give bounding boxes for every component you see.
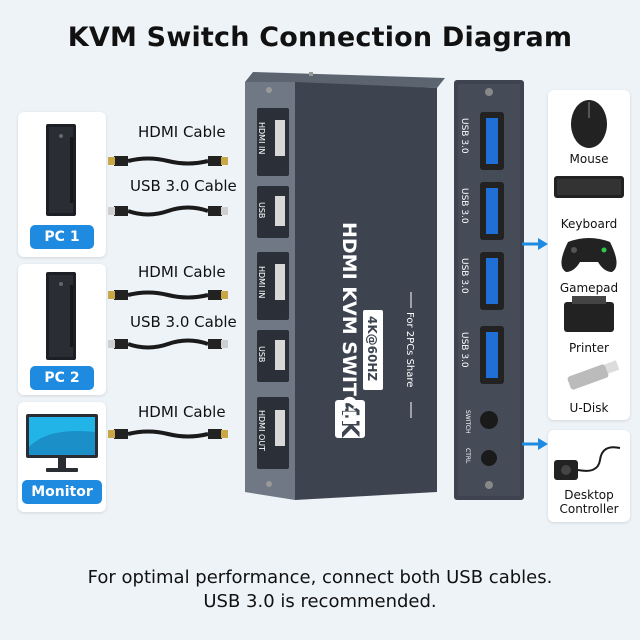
- pc2-badge: PC 2: [30, 366, 94, 390]
- pc1-badge: PC 1: [30, 225, 94, 249]
- desktop-controller-icon: [554, 446, 621, 480]
- port-label-hdmi-in-1: HDMI IN: [257, 122, 266, 154]
- port-label-hdmi-in-2: HDMI IN: [257, 266, 266, 298]
- hdmi-cable-1: [108, 156, 228, 166]
- cable-label-hdmi-1: HDMI Cable: [138, 123, 226, 141]
- resolution-badge-bg: [363, 310, 383, 390]
- ctrl-label: CTRL: [464, 448, 471, 464]
- device-label-gamepad: Gamepad: [559, 281, 619, 295]
- hdmi-cable-2: [108, 290, 228, 300]
- switch-label: SWITCH: [464, 410, 471, 434]
- port-label-hdmi-out: HDMI OUT: [257, 410, 266, 451]
- hdmi-cable-3: [108, 429, 228, 439]
- usb-label-2: USB 3.0: [459, 188, 469, 224]
- cable-label-hdmi-3: HDMI Cable: [138, 403, 226, 421]
- usb-cable-1: [108, 205, 228, 217]
- device-label-u-disk: U-Disk: [569, 401, 609, 415]
- arrow-right-icon: [522, 238, 548, 250]
- pc1-tower-icon: [46, 124, 76, 216]
- arrow-right-icon-2: [522, 438, 548, 450]
- footer-line-2: USB 3.0 is recommended.: [203, 591, 437, 612]
- monitor-icon: [26, 414, 98, 472]
- diagram-title: KVM Switch Connection Diagram: [67, 22, 573, 53]
- cable-label-usb-1: USB 3.0 Cable: [130, 177, 237, 195]
- cable-label-hdmi-2: HDMI Cable: [138, 263, 226, 281]
- kvm-switch-back: USB 3.0 USB 3.0 USB 3.0 USB 3.0 SWITCH C…: [454, 80, 524, 500]
- arrows: [522, 238, 548, 450]
- usb-label-3: USB 3.0: [459, 258, 469, 294]
- pc2-tower-icon: [46, 272, 76, 360]
- cables-graphic: [108, 156, 228, 439]
- usb-cable-2: [108, 338, 228, 350]
- device-label-keyboard: Keyboard: [560, 217, 618, 231]
- controller-card: [548, 430, 630, 522]
- gamepad-icon: [561, 238, 617, 272]
- device-label-desktop-controller: Desktop Controller: [559, 488, 619, 516]
- tagline: For 2PCs Share: [404, 312, 415, 387]
- cable-label-usb-2: USB 3.0 Cable: [130, 313, 237, 331]
- resolution-label: 4K@60HZ: [365, 316, 379, 381]
- ctrl-port: [481, 450, 497, 466]
- footer-line-1: For optimal performance, connect both US…: [87, 567, 553, 588]
- usb-label-4: USB 3.0: [459, 332, 469, 368]
- u-disk-icon: [567, 360, 620, 390]
- devices-icons: [554, 100, 624, 390]
- 4k-badge: 4K: [336, 402, 364, 439]
- device-label-mouse: Mouse: [569, 152, 609, 166]
- port-label-usb-2: USB: [257, 346, 266, 362]
- product-name: HDMI KVM SWITCH: [338, 222, 360, 426]
- devices-card: [548, 90, 630, 420]
- monitor-badge: Monitor: [22, 480, 102, 504]
- usb-label-1: USB 3.0: [459, 118, 469, 154]
- mouse-icon: [571, 100, 607, 148]
- keyboard-icon: [554, 176, 624, 198]
- printer-icon: [564, 296, 614, 332]
- kvm-switch-front: HDMI IN USB HDMI IN USB HDMI OUT 4K HDMI…: [245, 72, 445, 500]
- device-label-printer: Printer: [569, 341, 609, 355]
- switch-button[interactable]: [480, 411, 498, 429]
- 4k-badge-bg: [335, 400, 365, 438]
- port-label-usb-1: USB: [257, 202, 266, 218]
